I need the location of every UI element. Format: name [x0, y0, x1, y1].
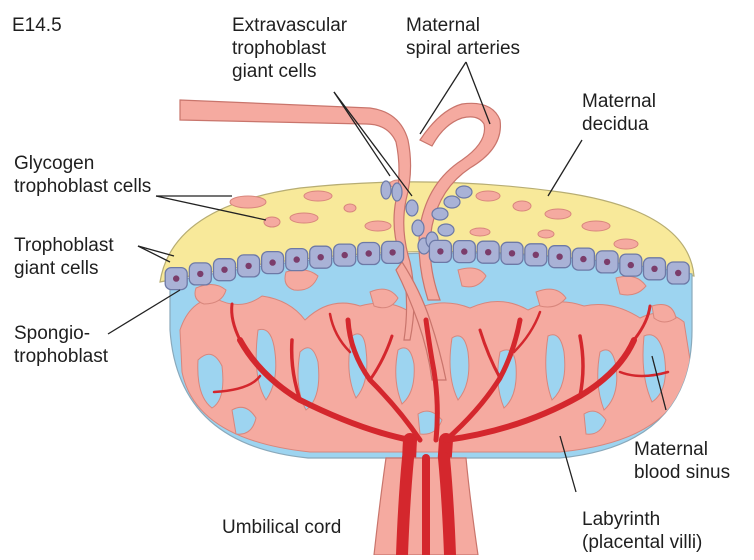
giant-cell-nucleus: [604, 259, 610, 265]
label-line: giant cells: [232, 60, 347, 83]
label-maternal-decidua: Maternal decidua: [582, 90, 656, 136]
giant-cell-nucleus: [533, 252, 539, 258]
label-extravascular-trophoblast-giant-cells: Extravascular trophoblast giant cells: [232, 14, 347, 83]
giant-cell-nucleus: [628, 262, 634, 268]
giant-cell-nucleus: [173, 275, 179, 281]
label-line: trophoblast: [14, 345, 108, 368]
giant-cell-nucleus: [294, 256, 300, 262]
label-line: trophoblast: [232, 37, 347, 60]
label-glycogen-trophoblast-cells: Glycogen trophoblast cells: [14, 152, 151, 198]
giant-cell-nucleus: [651, 266, 657, 272]
giant-cell-nucleus: [675, 270, 681, 276]
label-line: spiral arteries: [406, 37, 520, 60]
label-line: Maternal: [582, 90, 656, 113]
label-line: Maternal: [634, 438, 730, 461]
giant-cell-nucleus: [221, 267, 227, 273]
label-line: trophoblast cells: [14, 175, 151, 198]
giant-cell-nucleus: [197, 271, 203, 277]
stage-label: E14.5: [12, 14, 62, 37]
giant-cell-nucleus: [556, 254, 562, 260]
label-line: Spongio-: [14, 322, 108, 345]
label-maternal-spiral-arteries: Maternal spiral arteries: [406, 14, 520, 60]
label-line: Labyrinth: [582, 508, 702, 531]
label-line: Extravascular: [232, 14, 347, 37]
giant-cell-nucleus: [342, 252, 348, 258]
label-maternal-blood-sinus: Maternal blood sinus: [634, 438, 730, 484]
giant-cell-nucleus: [509, 250, 515, 256]
label-umbilical-cord: Umbilical cord: [222, 516, 341, 539]
label-line: Trophoblast: [14, 234, 114, 257]
label-trophoblast-giant-cells: Trophoblast giant cells: [14, 234, 114, 280]
label-line: (placental villi): [582, 531, 702, 554]
label-line: Maternal: [406, 14, 520, 37]
giant-cell-nucleus: [269, 259, 275, 265]
label-line: Glycogen: [14, 152, 151, 175]
giant-cell-nucleus: [245, 263, 251, 269]
label-spongiotrophoblast: Spongio- trophoblast: [14, 322, 108, 368]
label-labyrinth: Labyrinth (placental villi): [582, 508, 702, 554]
giant-cell-nucleus: [318, 254, 324, 260]
label-line: decidua: [582, 113, 656, 136]
label-line: blood sinus: [634, 461, 730, 484]
giant-cell-nucleus: [437, 248, 443, 254]
giant-cell-nucleus: [461, 248, 467, 254]
giant-cell-nucleus: [485, 249, 491, 255]
giant-cell-nucleus: [580, 256, 586, 262]
giant-cell-nucleus: [366, 250, 372, 256]
label-line: giant cells: [14, 257, 114, 280]
giant-cell-nucleus: [389, 249, 395, 255]
